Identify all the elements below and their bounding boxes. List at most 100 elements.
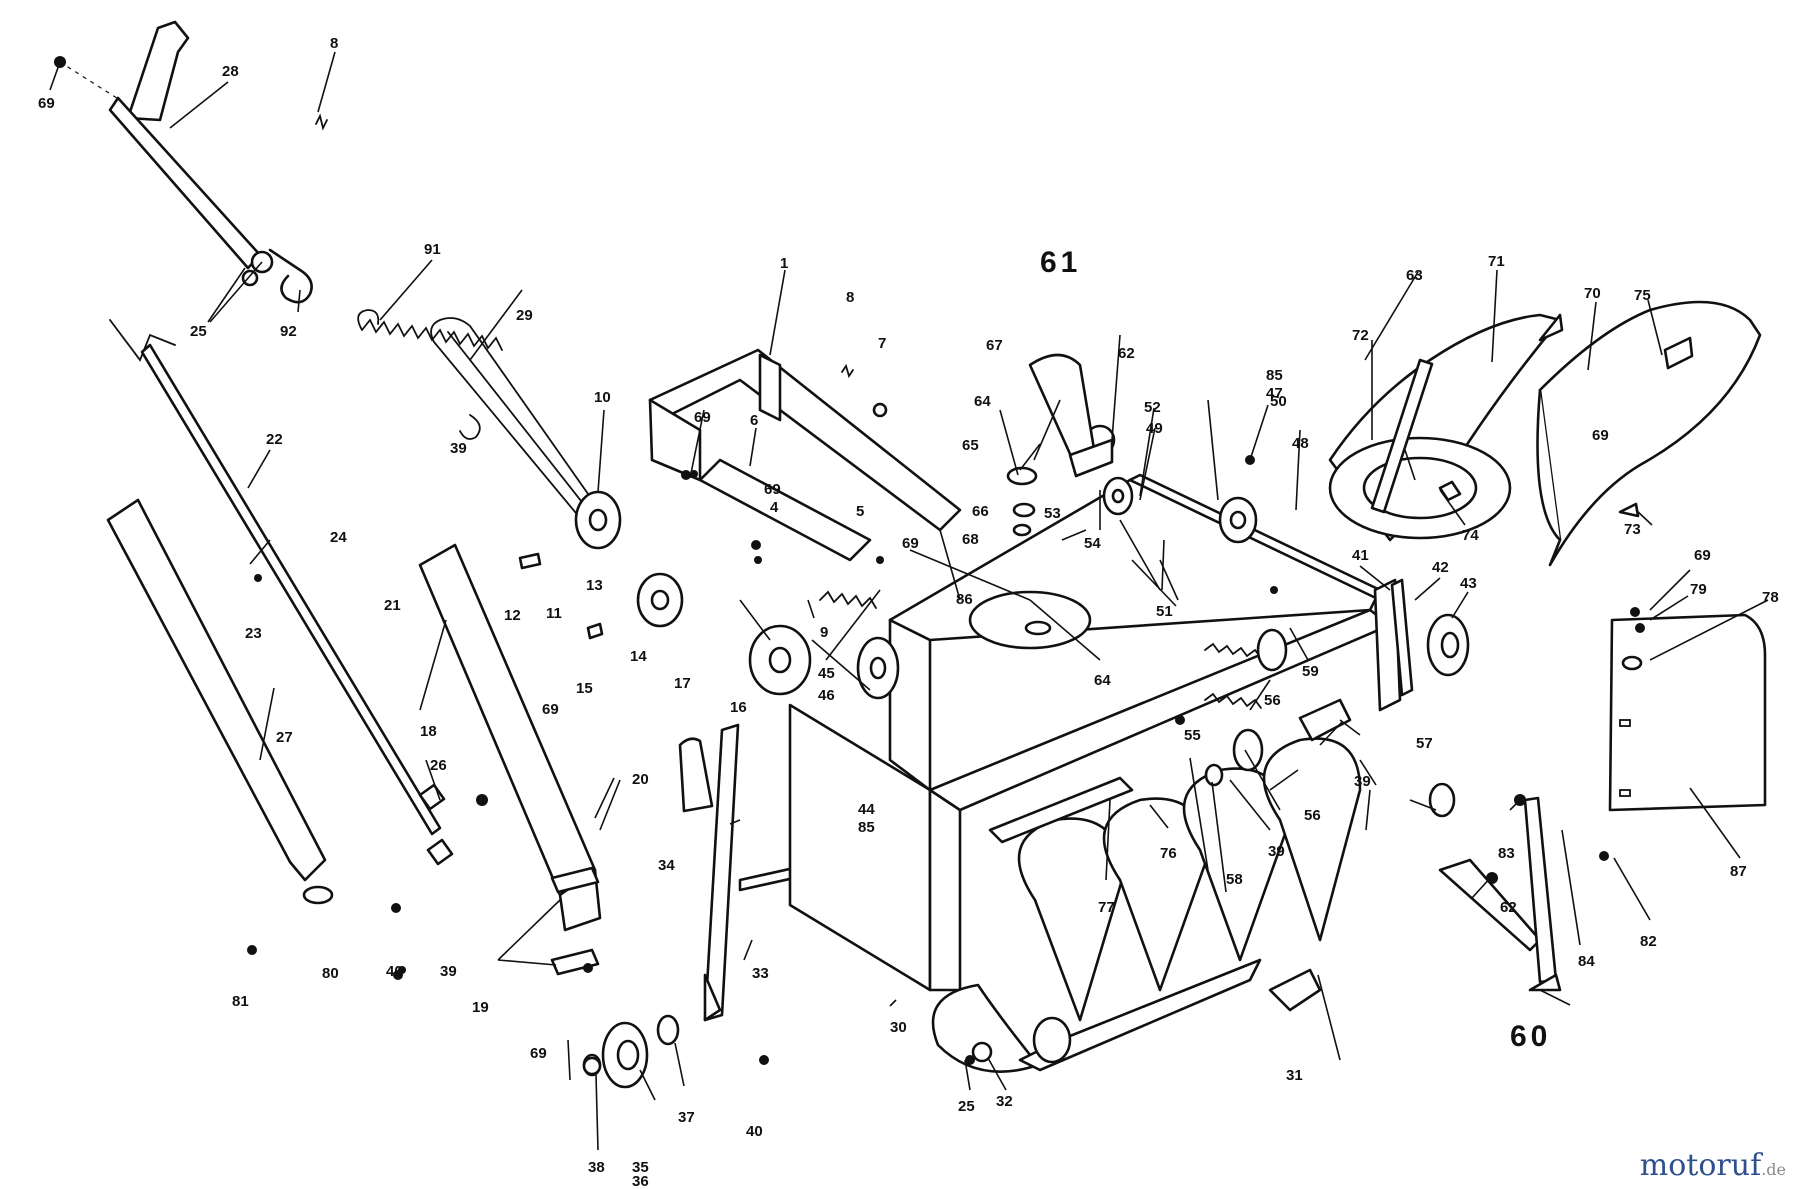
callout-69: 69 [1694, 547, 1711, 564]
callout-76: 76 [1160, 845, 1177, 862]
callout-68: 68 [962, 531, 979, 548]
callout-8: 8 [330, 35, 338, 52]
watermark-main: motoruf [1639, 1148, 1762, 1183]
callout-10: 10 [594, 389, 611, 406]
callout-8: 8 [846, 289, 854, 306]
callout-11: 11 [546, 605, 562, 622]
callout-35: 35 [632, 1159, 649, 1176]
callout-43: 43 [1460, 575, 1477, 592]
callout-37: 37 [678, 1109, 695, 1126]
callout-56: 56 [1304, 807, 1321, 824]
auger-housing [788, 424, 1402, 992]
callout-49: 49 [1146, 420, 1163, 437]
callout-27: 27 [276, 729, 293, 746]
watermark-tld: .de [1761, 1160, 1786, 1179]
callout-61: 61 [1040, 246, 1081, 279]
callout-59: 59 [1302, 663, 1319, 680]
wheel-43 [1390, 578, 1470, 697]
callout-46: 46 [818, 687, 835, 704]
callout-21: 21 [384, 597, 401, 614]
small-hardware [315, 113, 888, 640]
skid-shoe-60 [1438, 794, 1609, 992]
callout-67: 67 [986, 337, 1003, 354]
callout-69: 69 [530, 1045, 547, 1062]
callout-82: 82 [1640, 933, 1657, 950]
callout-39: 39 [450, 440, 467, 457]
callout-64: 64 [1094, 672, 1111, 689]
callout-13: 13 [586, 577, 603, 594]
callout-36: 36 [632, 1173, 649, 1189]
callout-24: 24 [330, 529, 347, 546]
callout-7: 7 [878, 335, 886, 352]
callout-44: 44 [858, 801, 875, 818]
callout-12: 12 [504, 607, 521, 624]
callout-47: 47 [1266, 385, 1283, 402]
chain-drive [1204, 628, 1456, 818]
callout-73: 73 [1624, 521, 1641, 538]
drive-belt-frame [430, 317, 962, 562]
callout-40: 40 [746, 1123, 763, 1140]
callout-45: 45 [818, 665, 835, 682]
callout-48: 48 [1292, 435, 1309, 452]
side-plate-87 [1608, 613, 1767, 812]
callout-58: 58 [1226, 871, 1243, 888]
callout-25: 25 [190, 323, 207, 340]
fasteners [247, 455, 1645, 1076]
callout-4: 4 [770, 499, 779, 516]
callout-85: 85 [1266, 367, 1283, 384]
discharge-chute [1328, 300, 1762, 567]
callout-50: 50 [1270, 393, 1287, 410]
callout-39: 39 [440, 963, 457, 980]
watermark-logo: motoruf.de [1640, 1148, 1786, 1183]
callout-41: 41 [1352, 547, 1369, 564]
callout-62: 62 [1500, 899, 1517, 916]
callout-66: 66 [972, 503, 989, 520]
callout-87: 87 [1730, 863, 1747, 880]
callout-19: 19 [472, 999, 489, 1016]
callout-78: 78 [1762, 589, 1779, 606]
callout-80: 80 [322, 965, 339, 982]
callout-75: 75 [1634, 287, 1651, 304]
auger-spirals [931, 737, 1362, 1073]
callout-29: 29 [516, 307, 533, 324]
callout-62: 62 [1118, 345, 1135, 362]
callout-28: 28 [222, 63, 239, 80]
callout-42: 42 [1432, 559, 1449, 576]
callout-16: 16 [730, 699, 747, 716]
callout-85: 85 [858, 819, 875, 836]
callout-25: 25 [958, 1098, 975, 1115]
callout-69: 69 [764, 481, 781, 498]
callout-18: 18 [420, 723, 437, 740]
callout-69: 69 [694, 409, 711, 426]
callout-60: 60 [1510, 1020, 1551, 1053]
callout-14: 14 [630, 648, 647, 665]
gearbox-bracket [1006, 353, 1114, 537]
callout-92: 92 [280, 323, 297, 340]
callout-38: 38 [588, 1159, 605, 1176]
callout-5: 5 [856, 503, 864, 520]
callout-39: 39 [1354, 773, 1371, 790]
callout-15: 15 [576, 680, 593, 697]
callout-64: 64 [974, 393, 991, 410]
drive-wheel-35 [582, 1014, 680, 1089]
callout-72: 72 [1352, 327, 1369, 344]
control-lever-assembly [54, 20, 313, 304]
callout-20: 20 [632, 771, 649, 788]
callout-84: 84 [1578, 953, 1595, 970]
callout-34: 34 [658, 857, 675, 874]
callout-79: 79 [1690, 581, 1707, 598]
callout-69: 69 [902, 535, 919, 552]
callout-23: 23 [245, 625, 262, 642]
callout-69: 69 [38, 95, 55, 112]
shift-rod-assembly [106, 319, 454, 974]
callout-86: 86 [956, 591, 973, 608]
chute-support-18 [418, 543, 602, 976]
callout-63: 63 [1406, 267, 1423, 284]
callout-22: 22 [266, 431, 283, 448]
pulleys [574, 490, 877, 696]
callout-81: 81 [232, 993, 249, 1010]
callout-91: 91 [424, 241, 441, 258]
callout-71: 71 [1488, 253, 1505, 270]
callout-30: 30 [890, 1019, 907, 1036]
callout-69: 69 [1592, 427, 1609, 444]
